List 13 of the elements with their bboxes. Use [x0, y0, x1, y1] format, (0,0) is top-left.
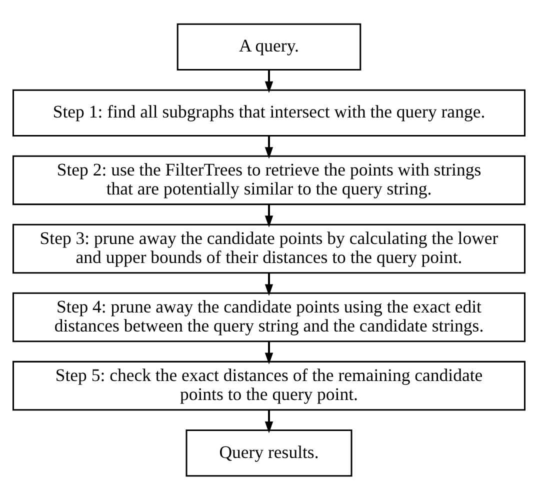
arrow — [264, 204, 274, 227]
node-box: Step 5: check the exact distances of the remaining candidate points to the query point. — [12, 360, 526, 410]
arrow — [264, 410, 274, 433]
node-box: Query results. — [186, 428, 352, 476]
arrow — [264, 70, 274, 93]
arrow — [264, 272, 274, 296]
node-box: Step 3: prune away the candidate points by calculating the lower and upper bounds of their distances to the query point. — [12, 223, 526, 274]
node-box: Step 1: find all subgraphs that intersect with the query range. — [12, 88, 526, 136]
node-box: A query. — [176, 22, 362, 70]
node-box: Step 2: use the FilterTrees to retrieve the points with strings that are potentially similar to the query string. — [12, 154, 526, 205]
node-box: Step 4: prune away the candidate points using the exact edit distances between the query string and the candidate strings. — [12, 292, 526, 342]
arrow — [264, 341, 274, 364]
arrow — [264, 136, 274, 158]
